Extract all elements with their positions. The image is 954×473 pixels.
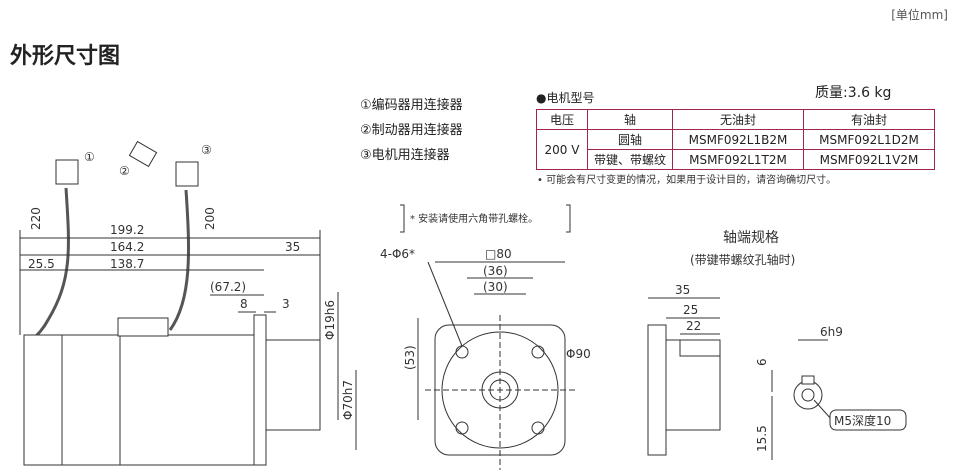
dim-30: (30) — [483, 280, 508, 294]
side-dimensions — [19, 230, 357, 450]
dim-sq80: □80 — [485, 247, 512, 261]
dim-8: 8 — [240, 297, 248, 311]
dim-220: 220 — [29, 207, 43, 230]
mass-label: 质量:3.6 kg — [815, 85, 892, 101]
header-with-seal: 有油封 — [803, 109, 935, 130]
dimension-note: • 可能会有尺寸变更的情况，如果用于设计目的，请咨询确切尺寸。 — [537, 175, 837, 186]
table-cell: MSMF092L1T2M — [672, 149, 804, 170]
thread-callout-box — [829, 409, 907, 431]
voltage-cell: 200 V — [536, 129, 588, 170]
table-cell: MSMF092L1B2M — [672, 129, 804, 150]
front-view: * 安装请使用六角带孔螺栓。 4-Φ6* □80 (36) (30) (53) … — [380, 204, 591, 470]
shaft-dim-22: 22 — [686, 319, 701, 333]
thread-label: M5深度10 — [834, 413, 891, 428]
model-label: ●电机型号 — [536, 91, 595, 105]
pilot-circle — [441, 331, 559, 449]
unit-label: [单位mm] — [891, 8, 948, 22]
shaft-spec-subtitle: (带键带螺纹孔轴时) — [690, 252, 795, 267]
dim-53: (53) — [403, 345, 417, 370]
dim-phi19: Φ19h6 — [323, 300, 337, 340]
thread-hole — [801, 388, 815, 402]
thread-leader — [813, 399, 833, 421]
dim-phi90: Φ90 — [566, 347, 591, 361]
flange — [253, 314, 267, 466]
motor-connector — [175, 161, 199, 187]
shaft-dim-35: 35 — [675, 283, 690, 297]
shaft-dim-15: 15.5 — [755, 425, 769, 452]
encoder-connector — [55, 159, 79, 185]
motor-cable — [168, 189, 190, 331]
dim-36: (36) — [483, 264, 508, 278]
keyway — [801, 375, 815, 385]
shaft-dim-25: 25 — [683, 303, 698, 317]
connector-legend: ①编码器用连接器 ②制动器用连接器 ③电机用连接器 — [360, 93, 463, 168]
mount-hole — [531, 345, 545, 359]
callout-2: ② — [119, 164, 130, 178]
shaft-spec-view: 轴端规格 (带键带螺纹孔轴时) 35 25 22 6h9 6 15.5 M5深度… — [647, 230, 907, 460]
mount-hole — [531, 421, 545, 435]
connector-box — [117, 317, 169, 337]
brake-connector — [128, 140, 158, 168]
table-row: 带键、带螺纹 MSMF092L1T2M MSMF092L1V2M — [537, 149, 935, 170]
shaft — [265, 339, 321, 431]
mount-hole — [455, 421, 469, 435]
dim-holes: 4-Φ6* — [380, 247, 415, 261]
table-cell: 圆轴 — [587, 129, 673, 150]
dim-200: 200 — [203, 207, 217, 230]
motor-body — [23, 334, 265, 466]
shaft-key — [679, 339, 721, 357]
shaft-flange — [647, 324, 667, 456]
callout-1: ① — [84, 150, 95, 164]
table-cell: 带键、带螺纹 — [587, 149, 673, 170]
side-view: ① ② ③ 199.2 164.2 138.7 25.5 — [19, 140, 357, 466]
model-table: 电压 轴 无油封 有油封 200 V 圆轴 MSMF092L1B2M MSMF0… — [536, 109, 935, 170]
mount-note: * 安装请使用六角带孔螺栓。 — [410, 212, 538, 225]
callout-3: ③ — [201, 143, 212, 157]
dim-67: (67.2) — [210, 280, 246, 294]
connector-legend-item: ②制动器用连接器 — [360, 123, 463, 138]
dim-phi70: Φ70h7 — [341, 380, 355, 420]
dim-35: 35 — [285, 240, 300, 254]
dim-3: 3 — [282, 297, 290, 311]
page-title: 外形尺寸图 — [10, 44, 121, 69]
shaft-dim-6: 6 — [755, 358, 769, 366]
shaft-dimensions — [648, 297, 828, 460]
front-dimensions — [417, 261, 565, 420]
connector-legend-item: ③电机用连接器 — [360, 148, 450, 163]
dim-164: 164.2 — [110, 240, 144, 254]
shaft-spec-title: 轴端规格 — [723, 230, 779, 246]
table-row: 200 V 圆轴 MSMF092L1B2M MSMF092L1D2M — [536, 129, 935, 170]
note-bracket — [566, 204, 571, 233]
dim-199: 199.2 — [110, 223, 144, 237]
dim-25: 25.5 — [28, 257, 55, 271]
connector-legend-item: ①编码器用连接器 — [360, 98, 463, 113]
table-cell: MSMF092L1V2M — [803, 149, 935, 170]
shaft-dim-key: 6h9 — [820, 325, 843, 339]
dim-138: 138.7 — [110, 257, 144, 271]
note-bracket — [400, 204, 405, 233]
